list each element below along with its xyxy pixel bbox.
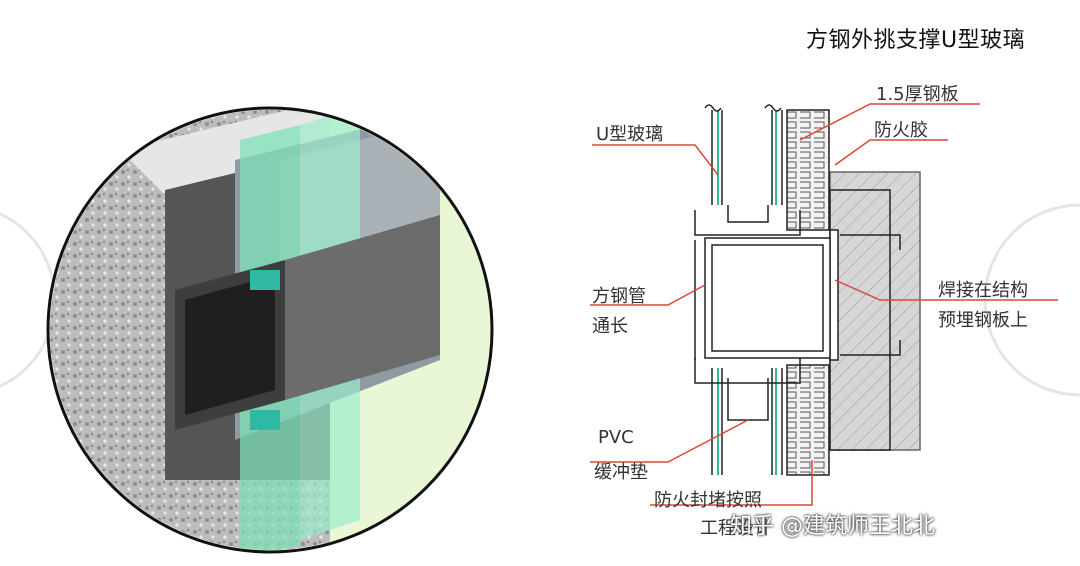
label-buffer-pad: 缓冲垫 [594, 462, 648, 483]
leader-lines [590, 103, 1058, 506]
label-embedded-plate: 预埋钢板上 [938, 310, 1028, 331]
label-u-glass: U型玻璃 [596, 124, 664, 145]
isometric-illustration [46, 106, 494, 554]
watermark: 知乎 @建筑师王北北 [730, 514, 935, 539]
label-fire-seal: 防火封堵按照 [654, 490, 762, 511]
label-weld: 焊接在结构 [938, 280, 1028, 301]
label-pvc: PVC [598, 427, 634, 448]
label-fire-glue: 防火胶 [874, 120, 928, 141]
page-title: 方钢外挑支撑U型玻璃 [806, 28, 1026, 53]
bg-watermark-circle-left [0, 212, 57, 388]
label-steel-tube: 方钢管 [592, 286, 646, 307]
label-steel-plate: 1.5厚钢板 [876, 84, 959, 105]
label-engineering-design: 工程设计 [700, 518, 772, 539]
label-steel-tube-length: 通长 [592, 316, 628, 337]
section-drawing [694, 104, 921, 476]
